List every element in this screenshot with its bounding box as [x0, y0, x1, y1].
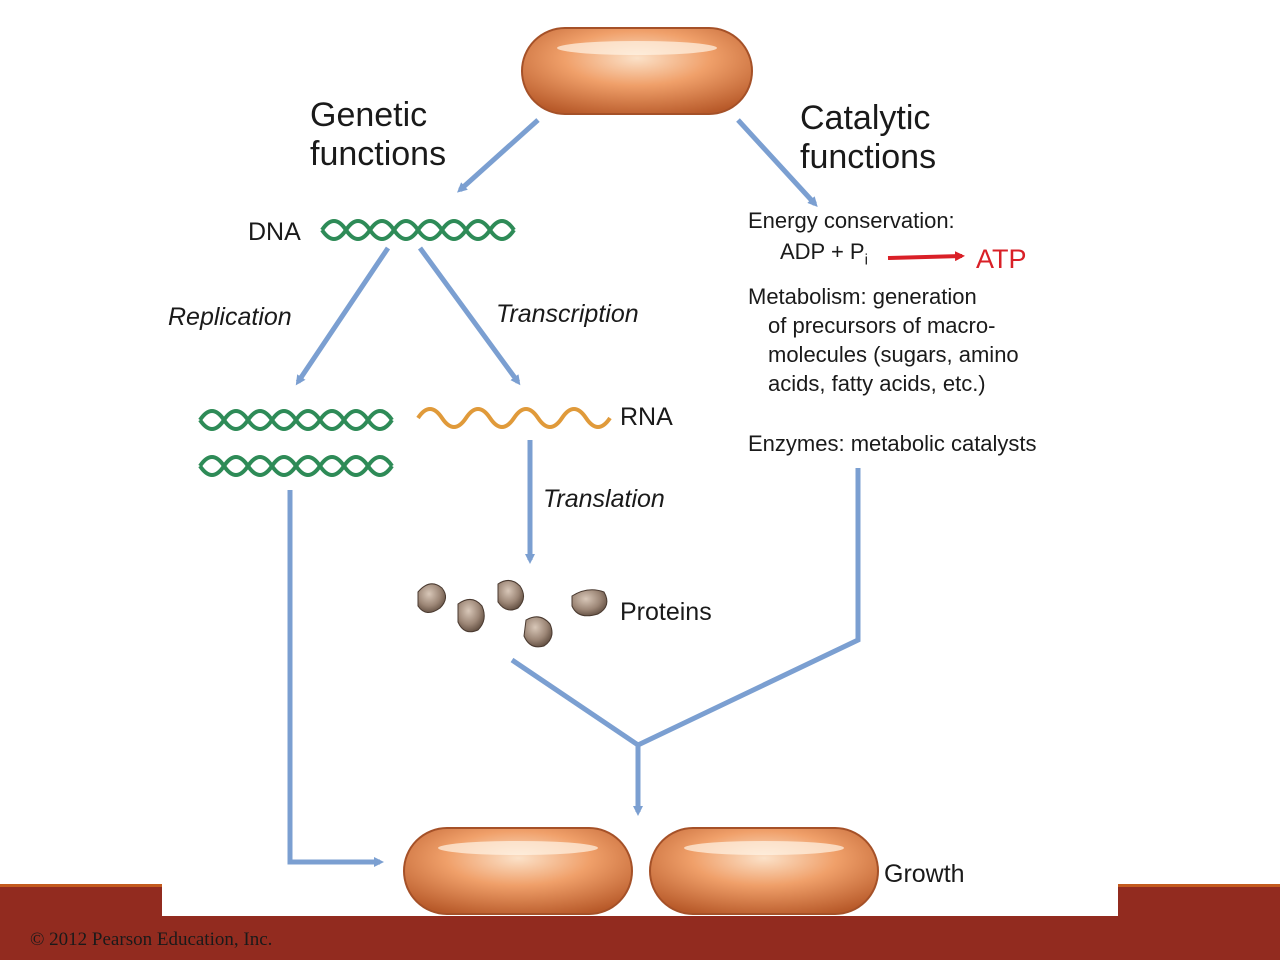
- atp-arrow: [887, 251, 965, 262]
- atp-label: ATP: [976, 244, 1027, 274]
- metabolism-line-1: Metabolism: generation: [748, 284, 977, 309]
- translation-label: Translation: [543, 485, 665, 513]
- genetic-line-2: functions: [310, 135, 447, 173]
- enzymes-label: Enzymes: metabolic catalysts: [748, 431, 1037, 456]
- footer-band: [0, 916, 1280, 960]
- catalytic-functions-label: Catalytic functions: [800, 99, 936, 177]
- footer-accent-left: [0, 884, 162, 887]
- energy-conservation-label: Energy conservation:: [748, 208, 955, 233]
- arrow-to-catalytic: [736, 118, 818, 207]
- catalytic-line-2: functions: [800, 138, 937, 176]
- metabolism-line-3: molecules (sugars, amino: [768, 342, 1019, 367]
- pi-subscript: i: [864, 251, 868, 269]
- metabolism-line-4: acids, fatty acids, etc.): [768, 371, 986, 396]
- genetic-functions-label: Genetic functions: [310, 96, 446, 174]
- metabolism-line-2: of precursors of macro-: [768, 313, 996, 338]
- dna-helix-icon: [320, 219, 516, 241]
- dna-copy-2-icon: [198, 455, 394, 477]
- catalytic-line-1: Catalytic: [800, 99, 931, 137]
- genetic-line-1: Genetic: [310, 96, 428, 134]
- rna-strand-icon: [416, 407, 612, 429]
- parent-cell: [521, 27, 753, 115]
- copyright-text: © 2012 Pearson Education, Inc.: [30, 929, 273, 950]
- arrow-replication-growth: [287, 490, 384, 867]
- arrow-transcription: [417, 246, 521, 386]
- dna-copy-1-icon: [198, 409, 394, 431]
- arrow-to-genetic: [457, 118, 540, 193]
- arrow-replication: [295, 246, 391, 386]
- dna-label: DNA: [248, 218, 301, 246]
- rna-label: RNA: [620, 403, 673, 431]
- metabolism-label: Metabolism: generation of precursors of …: [748, 282, 1019, 398]
- arrow-proteins-merge: [510, 657, 640, 748]
- growth-label: Growth: [884, 860, 965, 888]
- adp-pi-label: ADP + Pi: [780, 237, 868, 274]
- footer-accent-right: [1118, 884, 1280, 887]
- proteins-icon: [417, 580, 608, 648]
- replication-label: Replication: [168, 303, 292, 331]
- proteins-label: Proteins: [620, 598, 712, 626]
- adp-pi-text: ADP + P: [780, 239, 865, 264]
- daughter-cell-left: [403, 827, 633, 915]
- daughter-cell-right: [649, 827, 879, 915]
- transcription-label: Transcription: [496, 300, 639, 328]
- arrow-enzymes-merge: [636, 468, 861, 748]
